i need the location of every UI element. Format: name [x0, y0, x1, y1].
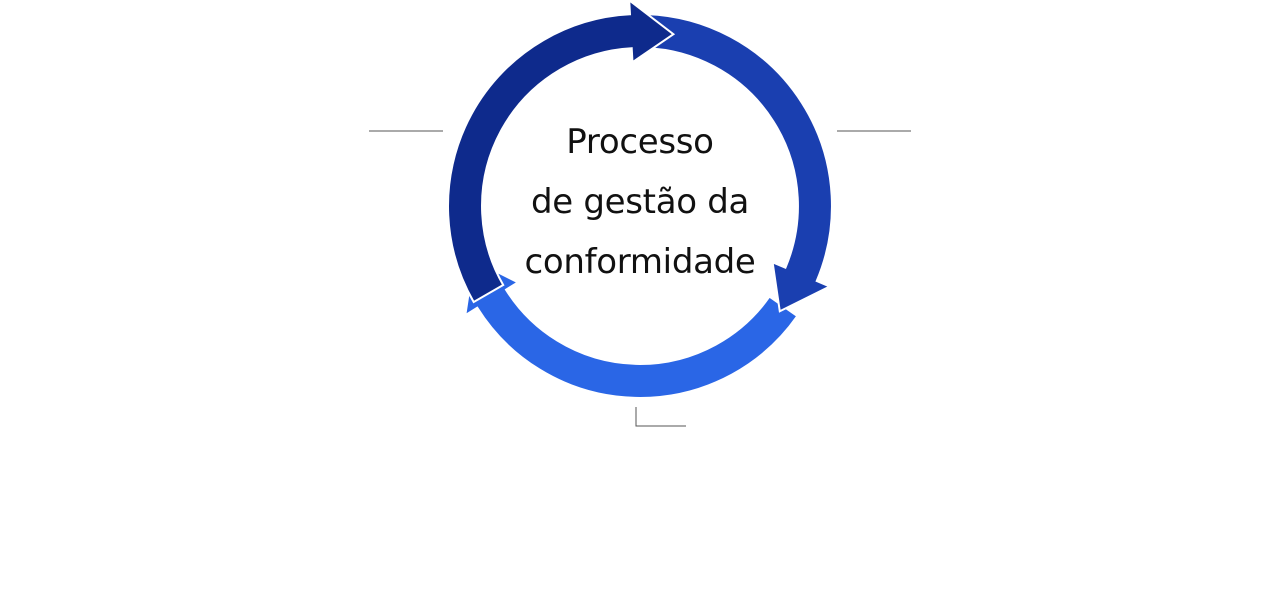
center-title: Processo de gestão da conformidade — [500, 112, 780, 292]
center-title-line-3: conformidade — [524, 242, 756, 282]
center-title-line-2: de gestão da — [530, 182, 750, 222]
seg-top-shape — [447, 0, 676, 304]
center-title-line-1: Processo — [566, 122, 714, 162]
arrow-segment-bottom — [463, 258, 799, 399]
leader-line-bottom — [635, 407, 686, 427]
arrow-segment-right — [644, 13, 833, 313]
arrow-segment-top — [447, 0, 676, 304]
seg-bottom-shape — [463, 258, 799, 399]
seg-right-shape — [644, 13, 833, 313]
